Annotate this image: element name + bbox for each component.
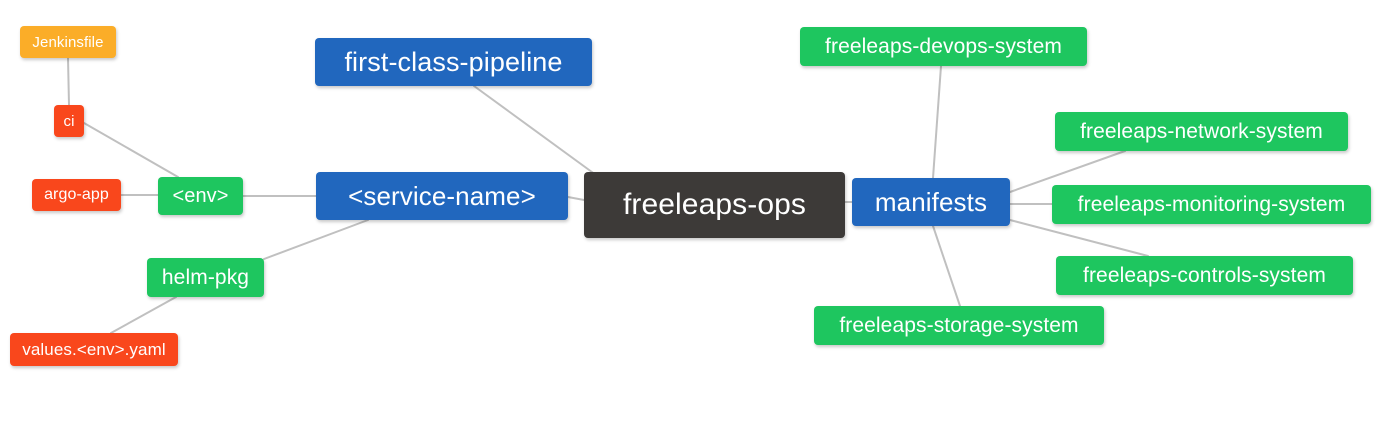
- edge-manifests-to-freeleaps-network-system: [1009, 150, 1126, 193]
- node-label: freeleaps-controls-system: [1083, 264, 1326, 287]
- node-label: freeleaps-monitoring-system: [1077, 193, 1346, 216]
- node-Jenkinsfile[interactable]: Jenkinsfile: [20, 26, 116, 58]
- node-helm-pkg[interactable]: helm-pkg: [147, 258, 264, 297]
- edge-helm-pkg-to-values-env-yaml: [110, 296, 177, 334]
- node-values-env-yaml[interactable]: values.<env>.yaml: [10, 333, 178, 366]
- edge-freeleaps-ops-to-first-class-pipeline: [473, 85, 597, 176]
- node-freeleaps-controls-system[interactable]: freeleaps-controls-system: [1056, 256, 1353, 295]
- node-label: values.<env>.yaml: [22, 340, 166, 359]
- node-label: freeleaps-devops-system: [825, 35, 1062, 58]
- node-freeleaps-ops[interactable]: freeleaps-ops: [584, 172, 845, 238]
- node-label: first-class-pipeline: [344, 46, 563, 77]
- node-label: freeleaps-ops: [622, 188, 807, 221]
- edge-manifests-to-freeleaps-controls-system: [1009, 219, 1149, 257]
- edge-ci-to-Jenkinsfile: [67, 57, 70, 106]
- edge-service-name-to-helm-pkg: [263, 219, 369, 260]
- edge-env-to-ci: [83, 122, 179, 178]
- node-env[interactable]: <env>: [158, 177, 243, 215]
- node-first-class-pipeline[interactable]: first-class-pipeline: [315, 38, 592, 86]
- node-argo-app[interactable]: argo-app: [32, 179, 121, 211]
- node-label: freeleaps-storage-system: [839, 314, 1079, 337]
- node-ci[interactable]: ci: [54, 105, 84, 137]
- node-label: <env>: [172, 185, 229, 207]
- node-manifests[interactable]: manifests: [852, 178, 1010, 226]
- node-freeleaps-monitoring-system[interactable]: freeleaps-monitoring-system: [1052, 185, 1371, 224]
- node-label: <service-name>: [348, 181, 536, 211]
- node-label: Jenkinsfile: [32, 33, 104, 51]
- edge-freeleaps-ops-to-service-name: [567, 196, 585, 201]
- edge-manifests-to-freeleaps-devops-system: [932, 65, 942, 179]
- node-freeleaps-storage-system[interactable]: freeleaps-storage-system: [814, 306, 1104, 345]
- node-label: ci: [63, 112, 75, 130]
- node-label: manifests: [874, 187, 988, 217]
- node-label: argo-app: [44, 186, 109, 203]
- node-service-name[interactable]: <service-name>: [316, 172, 568, 220]
- edge-manifests-to-freeleaps-storage-system: [932, 225, 961, 307]
- node-label: helm-pkg: [161, 266, 250, 289]
- node-freeleaps-devops-system[interactable]: freeleaps-devops-system: [800, 27, 1087, 66]
- node-label: freeleaps-network-system: [1080, 120, 1323, 143]
- node-freeleaps-network-system[interactable]: freeleaps-network-system: [1055, 112, 1348, 151]
